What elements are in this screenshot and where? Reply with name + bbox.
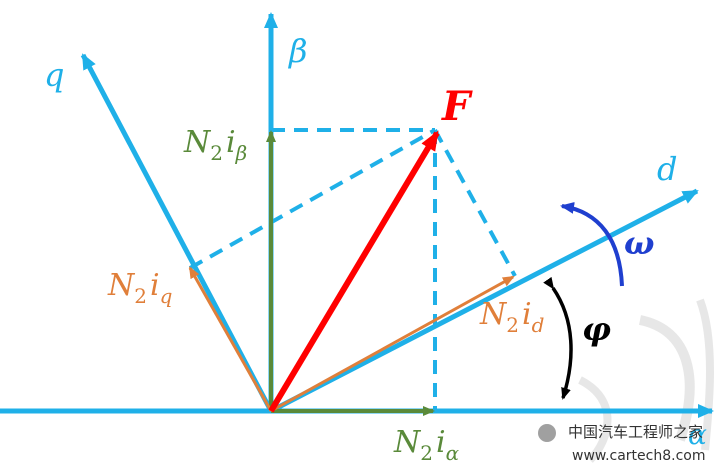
watermark-line2: www.cartech8.com — [572, 448, 705, 464]
omega-arc — [560, 201, 624, 287]
watermark — [578, 298, 714, 463]
vector-N2i-q — [188, 266, 273, 412]
beta-axis-label: β — [288, 32, 308, 70]
wechat-icon — [538, 424, 556, 442]
alpha-axis-label: α — [688, 418, 707, 451]
vector-N2i-d — [270, 275, 515, 413]
F-label: F — [441, 83, 473, 130]
watermark-badge: 中国汽车工程师之家 www.cartech8.com — [538, 423, 705, 464]
phi-label: φ — [582, 310, 611, 348]
vector-F — [268, 130, 440, 413]
q-axis-label: q — [44, 56, 64, 94]
dashed-projections — [189, 128, 517, 411]
dash-F-to-d — [433, 129, 517, 277]
omega-label: ω — [624, 224, 654, 262]
dash-q-to-F — [189, 128, 436, 270]
d-axis — [269, 188, 699, 414]
watermark-line1: 中国汽车工程师之家 — [568, 423, 703, 441]
d-axis-label: d — [657, 150, 677, 188]
phi-arc — [543, 276, 573, 400]
q-axis — [80, 53, 274, 413]
